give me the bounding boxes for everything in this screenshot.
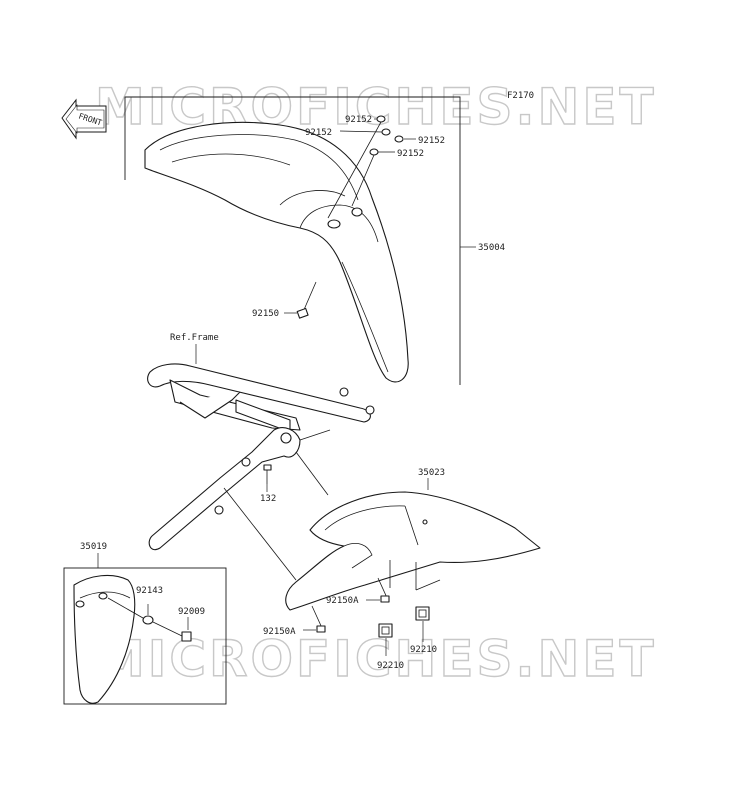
washer-c-icon <box>394 135 404 143</box>
pad-b-icon <box>415 606 430 621</box>
label-pad-a: 92210 <box>377 661 404 671</box>
watermark-top: MICROFICHES.NET <box>95 78 657 136</box>
front-fender <box>144 121 409 383</box>
label-frame-bolt: 132 <box>260 494 276 504</box>
rear-fender <box>285 491 541 611</box>
label-rear-bolt-b: 92150A <box>263 627 296 637</box>
label-flap-bolt: 92009 <box>178 607 205 617</box>
mud-flap-box <box>63 567 227 705</box>
front-bolt-icon <box>296 281 317 319</box>
label-mud-flap: 35019 <box>80 542 107 552</box>
pad-a-icon <box>378 623 393 638</box>
frame-bolt-icon <box>263 464 272 484</box>
diagram-code: F2170 <box>507 91 534 101</box>
rear-bolt-b-icon <box>311 605 326 633</box>
watermark-bottom: MICROFICHES.NET <box>95 630 657 688</box>
label-pad-b: 92210 <box>410 645 437 655</box>
front-fender-bracket <box>124 96 461 385</box>
front-arrow-icon: FRONT <box>61 98 107 140</box>
label-washer-b: 92152 <box>305 128 332 138</box>
rear-bolt-a-icon <box>377 577 390 603</box>
label-collar: 92143 <box>136 586 163 596</box>
label-front-fender: 35004 <box>478 243 505 253</box>
mud-flap <box>73 574 136 704</box>
label-front-bolt: 92150 <box>252 309 279 319</box>
label-washer-d: 92152 <box>397 149 424 159</box>
washer-a-icon <box>376 115 386 123</box>
washer-b-icon <box>381 128 391 136</box>
label-washer-c: 92152 <box>418 136 445 146</box>
label-rear-fender: 35023 <box>418 468 445 478</box>
flap-bolt-icon <box>152 621 192 642</box>
label-rear-bolt-a: 92150A <box>326 596 359 606</box>
washer-group <box>327 115 416 219</box>
ref-frame-label: Ref.Frame <box>170 333 219 343</box>
collar-icon <box>107 597 154 625</box>
label-washer-a: 92152 <box>345 115 372 125</box>
washer-d-icon <box>369 148 379 156</box>
